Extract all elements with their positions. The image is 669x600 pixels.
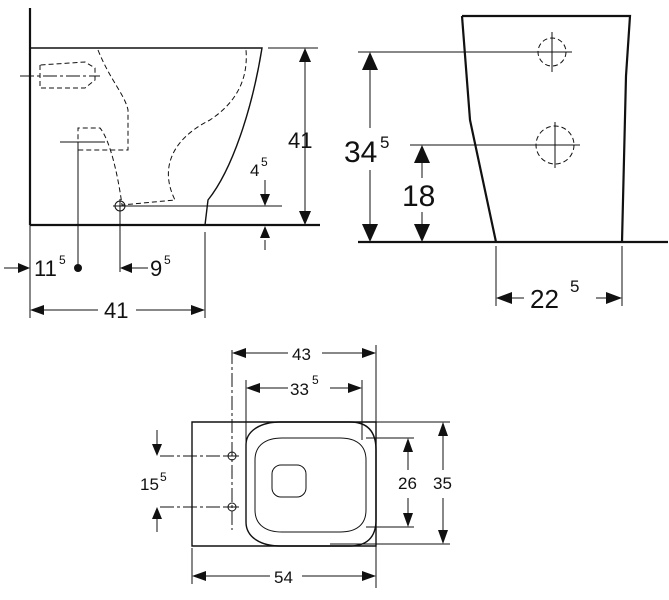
outlet-opening [271, 464, 307, 498]
rear-body-outline [460, 14, 632, 243]
dim-total-length: 54 [274, 568, 293, 587]
inner-bowl [254, 437, 367, 533]
dim-upper-hole-height: 34 [344, 136, 377, 169]
dim-outlet-distance: 9 [150, 256, 162, 281]
dim-bolt-spacing: 15 [140, 475, 159, 494]
top-body-outline [191, 421, 377, 547]
dim-base-width: 22 [530, 284, 559, 314]
dim-outlet-distance-sup: 5 [164, 253, 171, 267]
dim-seat-length-sup: 5 [312, 373, 319, 387]
dim-upper-hole-height-sup: 5 [380, 133, 389, 152]
dim-inlet-height: 4 [250, 161, 259, 180]
dim-inlet-height-sup: 5 [261, 155, 268, 169]
dim-overall-length: 43 [292, 345, 311, 364]
dim-depth-total: 41 [104, 298, 128, 323]
top-view: 43 33 5 15 5 26 35 [140, 345, 452, 588]
dim-outlet-offset-sup: 5 [59, 253, 66, 267]
bowl-outline [30, 47, 263, 226]
dim-body-width: 35 [433, 474, 452, 493]
dim-outlet-offset: 11 [34, 256, 57, 281]
side-view: 41 4 5 11 5 9 5 41 [4, 8, 320, 323]
dim-seat-width: 26 [398, 474, 417, 493]
seat-outline [245, 421, 377, 547]
dim-bolt-spacing-sup: 5 [160, 470, 167, 484]
dim-height-total: 41 [288, 128, 312, 153]
inlet-connector [39, 61, 96, 89]
dim-lower-hole-height: 18 [402, 180, 435, 213]
dim-base-width-sup: 5 [570, 277, 579, 296]
rear-view: 34 5 18 22 5 [344, 14, 668, 314]
dim-seat-length: 33 [290, 380, 309, 399]
trap-dashed-path [77, 49, 247, 206]
